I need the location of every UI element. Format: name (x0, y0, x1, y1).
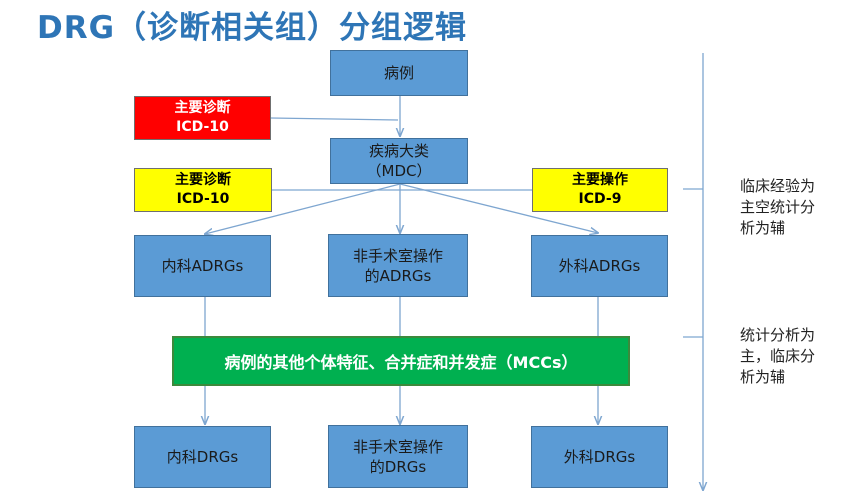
mdc-label-line2: （MDC） (366, 162, 432, 180)
nonsurgical-drg-box: 非手术室操作 的DRGs (328, 425, 468, 488)
nonsurgical-adrg-box: 非手术室操作 的ADRGs (328, 234, 468, 297)
note-upper: 临床经验为 主空统计分 析为辅 (740, 176, 850, 239)
yellow-right-tag-line1: 主要操作 (572, 172, 628, 188)
nonsurgical-adrg-line2: 的ADRGs (364, 266, 432, 285)
surgical-adrg-label: 外科ADRGs (558, 257, 641, 275)
surgical-drg-box: 外科DRGs (531, 426, 668, 488)
page-title: DRG（诊断相关组）分组逻辑 (37, 10, 468, 46)
note-upper-line1: 临床经验为 (740, 177, 816, 195)
case-box: 病例 (330, 50, 468, 96)
arrow-mdc-to-surgical-adrg (399, 183, 598, 233)
arrow-mdc-to-medical-adrg (205, 183, 401, 234)
surgical-adrg-box: 外科ADRGs (531, 235, 668, 297)
principal-diagnosis-tag-red: 主要诊断 ICD-10 (134, 96, 271, 140)
note-lower-line2: 主，临床分 (740, 347, 816, 365)
mccs-box: 病例的其他个体特征、合并症和并发症（MCCs） (172, 336, 630, 386)
mdc-label-line1: 疾病大类 (368, 142, 429, 160)
mdc-box: 疾病大类 （MDC） (330, 138, 468, 184)
red-tag-line1: 主要诊断 (174, 100, 231, 116)
red-tag-line2: ICD-10 (176, 119, 229, 135)
mccs-label: 病例的其他个体特征、合并症和并发症（MCCs） (224, 353, 578, 372)
line-red-tag-to-trunk (270, 117, 399, 121)
note-lower-line1: 统计分析为 (740, 326, 816, 344)
note-lower: 统计分析为 主，临床分 析为辅 (740, 325, 850, 388)
note-upper-line2: 主空统计分 (740, 198, 816, 216)
surgical-drg-label: 外科DRGs (563, 448, 636, 466)
nonsurgical-adrg-line1: 非手术室操作 (352, 246, 443, 265)
medical-drg-label: 内科DRGs (166, 448, 239, 466)
nonsurgical-drg-line2: 的DRGs (369, 457, 427, 476)
nonsurgical-drg-line1: 非手术室操作 (352, 437, 443, 456)
case-label: 病例 (383, 64, 414, 82)
yellow-right-tag-line2: ICD-9 (578, 191, 622, 207)
principal-procedure-tag: 主要操作 ICD-9 (532, 168, 668, 212)
medical-adrg-box: 内科ADRGs (134, 235, 271, 297)
note-upper-line3: 析为辅 (740, 219, 786, 237)
medical-adrg-label: 内科ADRGs (161, 257, 244, 275)
medical-drg-box: 内科DRGs (134, 426, 271, 488)
yellow-left-tag-line2: ICD-10 (176, 191, 230, 207)
principal-diagnosis-tag-yellow: 主要诊断 ICD-10 (134, 168, 272, 212)
note-lower-line3: 析为辅 (740, 368, 786, 386)
yellow-left-tag-line1: 主要诊断 (175, 172, 231, 188)
